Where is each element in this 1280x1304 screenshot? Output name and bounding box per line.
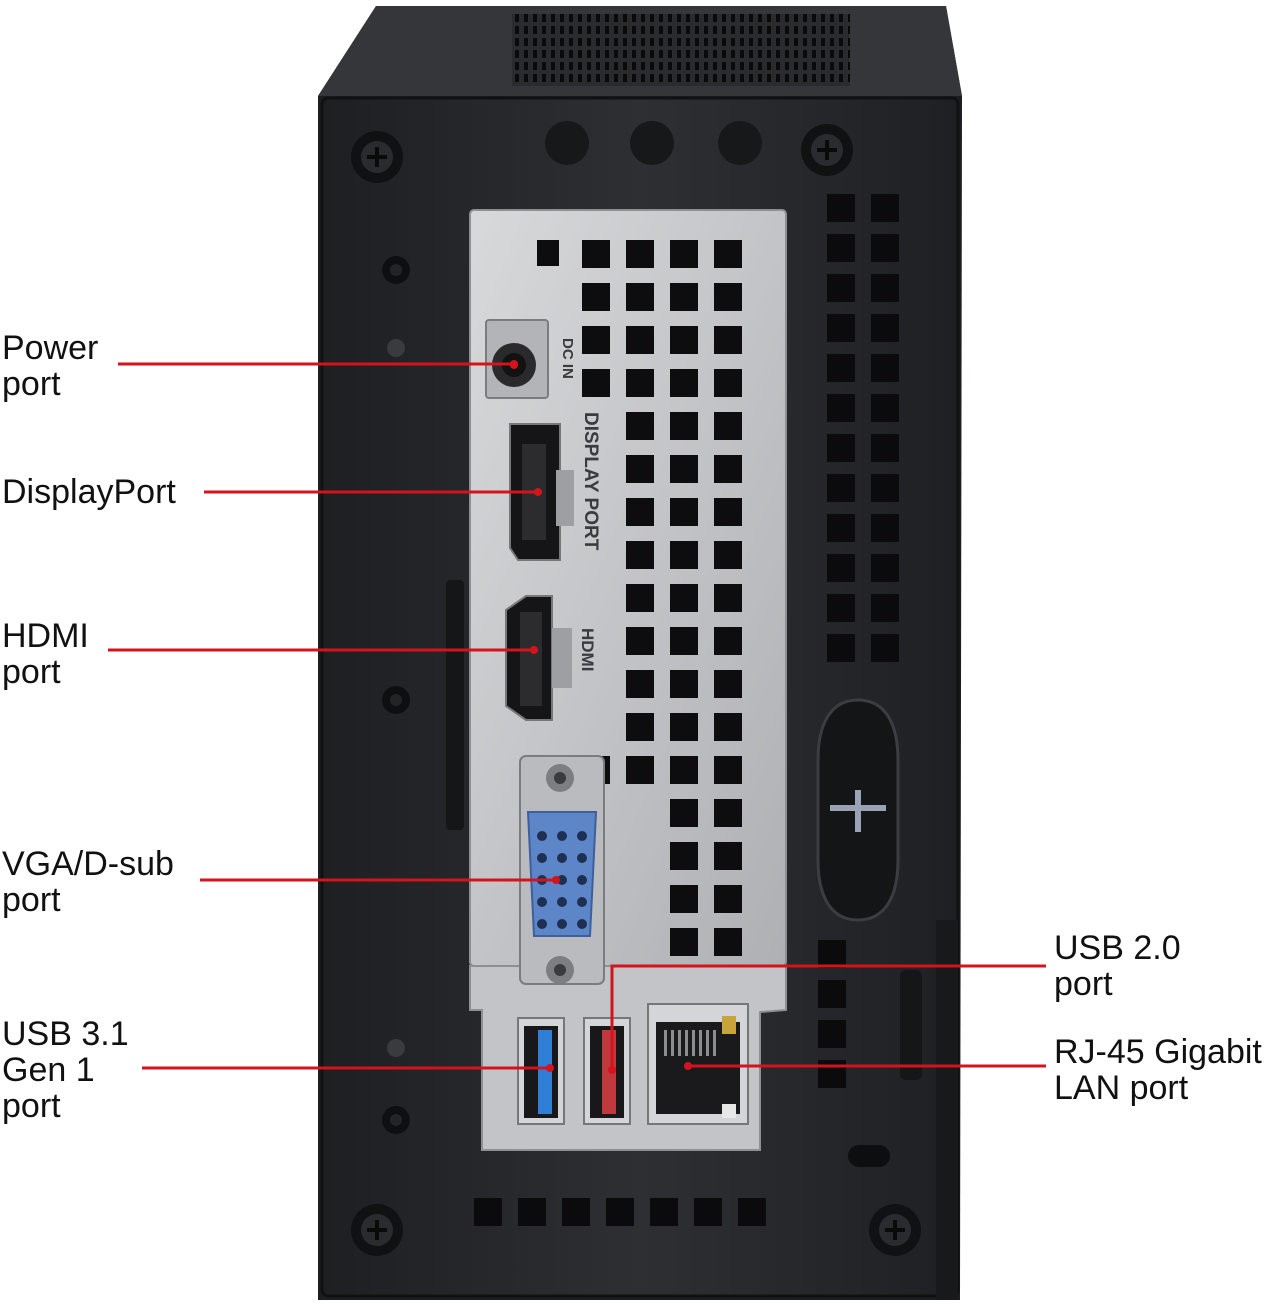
rj45-port: [647, 1003, 749, 1125]
vga-connector: [519, 755, 605, 985]
dc-in-imprint: DC IN: [559, 338, 576, 379]
bottom-vent-row: [474, 1198, 766, 1226]
hdmi-connector: HDMI: [505, 595, 597, 721]
callout-usb20: [610, 964, 1046, 1070]
keyhole-slot: [816, 698, 900, 922]
hdmi-imprint: HDMI: [578, 628, 597, 671]
screw-icon: [351, 131, 403, 183]
top-vent: [512, 14, 850, 86]
label-usb20-port: USB 2.0 port: [1054, 929, 1181, 1003]
label-hdmi-port: HDMI port: [2, 617, 89, 691]
label-displayport: DisplayPort: [2, 473, 176, 511]
screws: [351, 121, 921, 1256]
screw-icon: [351, 1204, 403, 1256]
screw-icon: [869, 1204, 921, 1256]
display-port-imprint: DISPLAY PORT: [580, 412, 601, 551]
usb20-port: [583, 1017, 631, 1125]
callout-lines: [108, 360, 1046, 1074]
displayport-connector: DISPLAY PORT: [509, 412, 601, 561]
label-usb31-port: USB 3.1 Gen 1 port: [2, 1015, 129, 1125]
usb31-port: [517, 1017, 565, 1125]
label-power-port: Power port: [2, 329, 99, 403]
plate-vent-holes: [537, 240, 742, 956]
label-vga-port: VGA/D-sub port: [2, 845, 174, 919]
screw-icon: [801, 124, 853, 176]
label-rj45-port: RJ-45 Gigabit LAN port: [1054, 1033, 1262, 1107]
